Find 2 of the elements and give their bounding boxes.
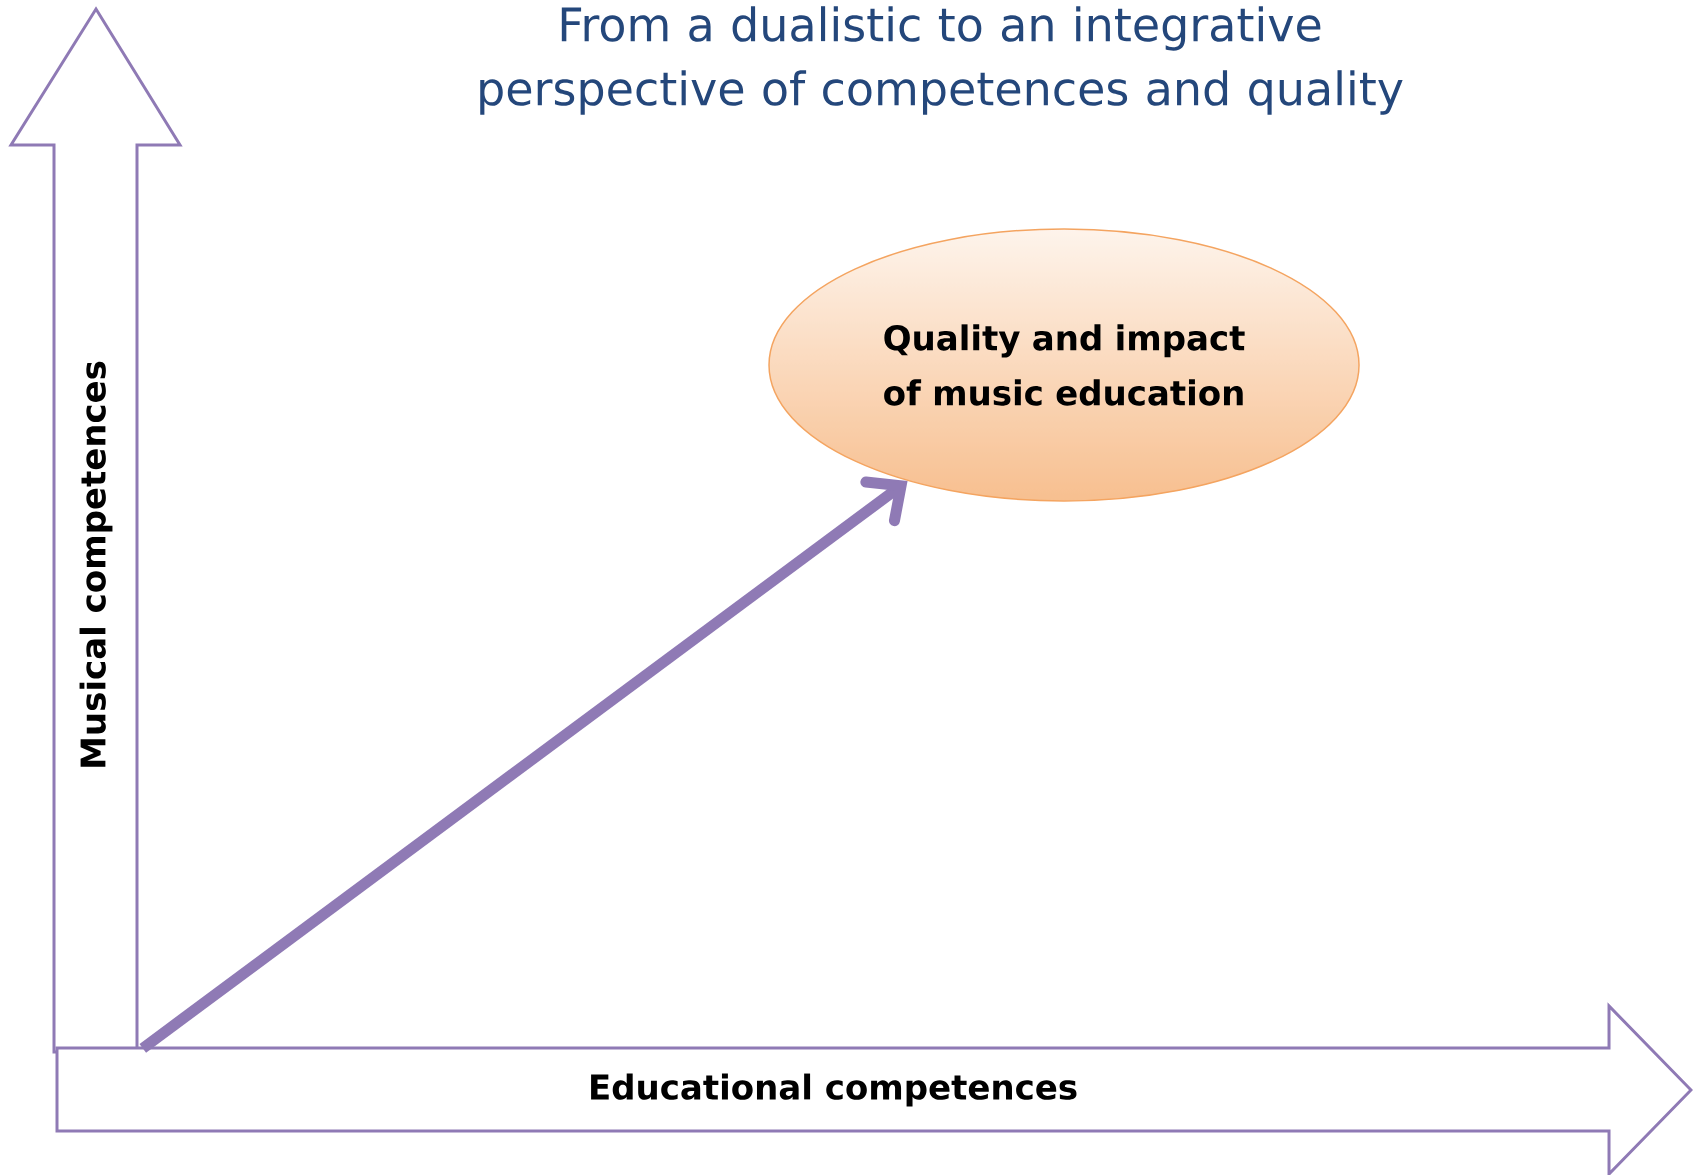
title: From a dualistic to an integrative perspective of competences and quality bbox=[480, 6, 1403, 115]
node-label: Educational competences bbox=[591, 1073, 1077, 1107]
